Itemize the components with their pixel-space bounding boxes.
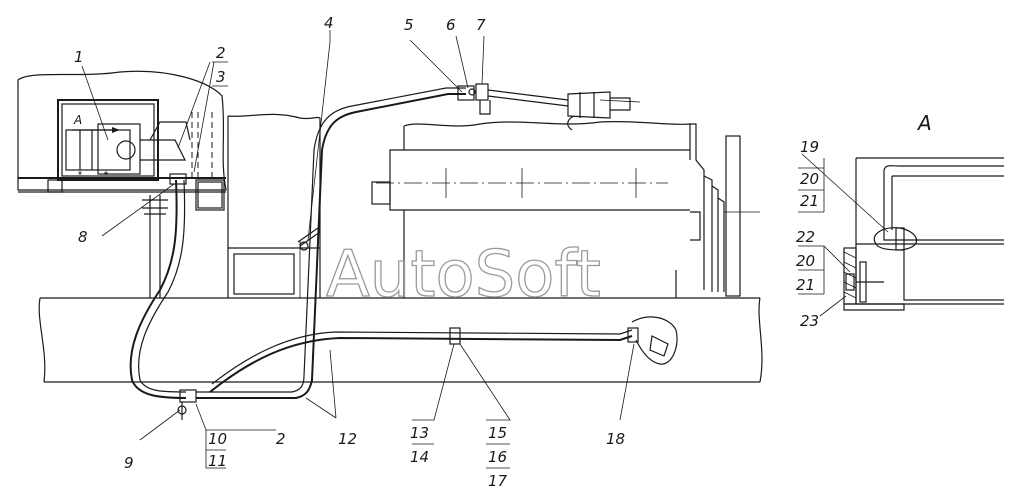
callout-2-top: 2: [216, 44, 226, 62]
view-arrow-label: A: [73, 113, 82, 127]
callout-20-upper: 20: [800, 170, 819, 188]
detail-view-title: A: [916, 111, 932, 135]
view-arrow-a: A: [72, 113, 120, 133]
callout-16: 16: [488, 448, 507, 466]
callout-5: 5: [404, 16, 414, 34]
callout-13: 13: [410, 424, 429, 442]
callout-9: 9: [124, 454, 134, 472]
callout-2-bottom: 2: [276, 430, 286, 448]
cab-housing: [17, 70, 227, 211]
callout-17: 17: [488, 472, 508, 490]
callout-8: 8: [78, 228, 88, 246]
callout-15: 15: [488, 424, 507, 442]
callout-6: 6: [446, 16, 456, 34]
callout-10: 10: [208, 430, 227, 448]
callout-1: 1: [74, 48, 84, 66]
callout-20-lower: 20: [796, 252, 815, 270]
callout-7: 7: [476, 16, 486, 34]
callout-23: 23: [800, 312, 819, 330]
watermark: AutoSoft: [326, 238, 601, 312]
engine-unit: [371, 121, 760, 298]
detail-view-a: A: [843, 111, 1004, 311]
callout-11: 11: [208, 452, 227, 470]
callout-19: 19: [800, 138, 819, 156]
callout-22: 22: [796, 228, 815, 246]
callout-4: 4: [324, 14, 334, 32]
callout-18: 18: [606, 430, 625, 448]
pipeline: [129, 83, 678, 420]
chassis-frame: [38, 240, 763, 383]
callout-14: 14: [410, 448, 429, 466]
callout-labels: 1 2 3 4 5 6 7 8 9 10 11 2 12 13 14 15 16…: [74, 14, 819, 490]
callout-12: 12: [338, 430, 357, 448]
leader-lines: [81, 30, 889, 469]
callout-3: 3: [216, 68, 226, 86]
callout-21-lower: 21: [796, 276, 815, 294]
callout-21-upper: 21: [800, 192, 819, 210]
